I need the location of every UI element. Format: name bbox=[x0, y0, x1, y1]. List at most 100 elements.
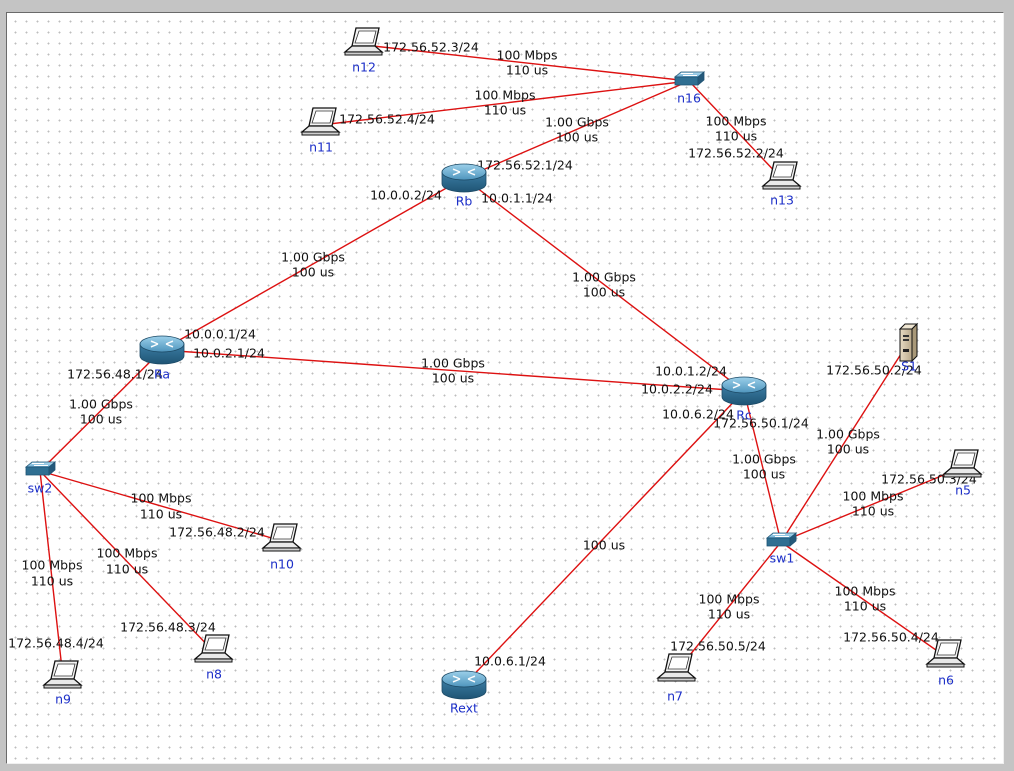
node-sw1[interactable]: sw1 bbox=[766, 532, 797, 566]
link-Rc-sw1[interactable] bbox=[743, 390, 782, 543]
interface-address-label: 172.56.48.1/24 bbox=[67, 367, 163, 382]
node-label: Rc bbox=[736, 408, 752, 423]
link-sw1-S1[interactable] bbox=[780, 342, 909, 543]
link-bandwidth-label: 100 Mbps bbox=[475, 88, 536, 103]
link-sw1-n5[interactable] bbox=[780, 466, 964, 543]
link-Rc-Rext[interactable] bbox=[463, 390, 745, 686]
node-n7[interactable]: n7 bbox=[657, 653, 696, 704]
link-sw2-n8[interactable] bbox=[39, 470, 215, 653]
link-Ra-sw2[interactable] bbox=[39, 349, 163, 472]
link-delay-label: 100 us bbox=[743, 467, 785, 482]
node-Rext[interactable]: Rext bbox=[441, 670, 487, 716]
link-n11-n16[interactable] bbox=[320, 80, 690, 126]
link-bandwidth-label: 1.00 Gbps bbox=[545, 115, 609, 130]
laptop-icon[interactable] bbox=[657, 653, 696, 682]
link-sw1-n6[interactable] bbox=[780, 541, 947, 658]
link-bandwidth-label: 100 Mbps bbox=[843, 489, 904, 504]
link-sw2-n9[interactable] bbox=[39, 470, 64, 679]
interface-address-label: 10.0.1.1/24 bbox=[481, 191, 553, 206]
laptop-icon[interactable] bbox=[194, 634, 233, 663]
laptop-icon[interactable] bbox=[762, 161, 801, 190]
interface-address-label: 10.0.2.2/24 bbox=[641, 382, 713, 397]
link-Rb-Rc[interactable] bbox=[463, 177, 745, 392]
node-label: n5 bbox=[955, 483, 971, 498]
link-delay-label: 100 us bbox=[827, 442, 869, 457]
link-bandwidth-label: 1.00 Gbps bbox=[421, 356, 485, 371]
switch-icon[interactable] bbox=[674, 71, 705, 86]
link-n16-Rb[interactable] bbox=[463, 80, 690, 179]
node-label: n10 bbox=[270, 557, 294, 572]
link-delay-label: 110 us bbox=[106, 562, 148, 577]
laptop-icon[interactable] bbox=[344, 27, 383, 56]
node-label: Rb bbox=[456, 194, 473, 209]
link-Rb-Ra[interactable] bbox=[161, 177, 465, 351]
router-icon[interactable] bbox=[441, 670, 487, 700]
link-delay-label: 110 us bbox=[715, 129, 757, 144]
link-delay-label: 110 us bbox=[844, 599, 886, 614]
node-label: n7 bbox=[667, 689, 683, 704]
link-delay-label: 110 us bbox=[852, 504, 894, 519]
laptop-icon[interactable] bbox=[301, 107, 340, 136]
laptop-icon[interactable] bbox=[43, 660, 82, 689]
link-bandwidth-label: 1.00 Gbps bbox=[572, 270, 636, 285]
link-bandwidth-label: 100 Mbps bbox=[699, 592, 760, 607]
link-delay-label: 100 us bbox=[583, 285, 625, 300]
node-sw2[interactable]: sw2 bbox=[25, 461, 56, 496]
node-n16[interactable]: n16 bbox=[674, 71, 705, 106]
interface-address-label: 172.56.52.1/24 bbox=[477, 158, 573, 173]
link-delay-label: 100 us bbox=[292, 265, 334, 280]
interface-address-label: 172.56.50.4/24 bbox=[843, 630, 939, 645]
node-Ra[interactable]: Ra bbox=[139, 335, 185, 382]
links-layer bbox=[39, 44, 964, 686]
node-label: Ra bbox=[154, 367, 170, 382]
link-sw1-n7[interactable] bbox=[676, 541, 782, 672]
link-delay-label: 100 us bbox=[80, 412, 122, 427]
link-bandwidth-label: 100 Mbps bbox=[131, 491, 192, 506]
interface-address-label: 172.56.50.5/24 bbox=[670, 639, 766, 654]
link-delay-label: 110 us bbox=[140, 507, 182, 522]
node-label: sw2 bbox=[28, 481, 53, 496]
switch-icon[interactable] bbox=[25, 461, 56, 476]
router-icon[interactable] bbox=[441, 163, 487, 193]
node-label: n9 bbox=[55, 692, 71, 707]
interface-address-label: 172.56.50.2/24 bbox=[826, 363, 922, 378]
interface-address-label: 172.56.48.3/24 bbox=[120, 620, 216, 635]
link-bandwidth-label: 100 Mbps bbox=[497, 48, 558, 63]
node-label: n16 bbox=[677, 91, 701, 106]
node-n11[interactable]: n11 bbox=[301, 107, 340, 155]
router-icon[interactable] bbox=[721, 376, 767, 406]
link-sw2-n10[interactable] bbox=[39, 470, 283, 542]
link-n16-n13[interactable] bbox=[688, 80, 783, 180]
node-n12[interactable]: n12 bbox=[344, 27, 383, 75]
link-bandwidth-label: 1.00 Gbps bbox=[281, 250, 345, 265]
laptop-icon[interactable] bbox=[943, 449, 982, 478]
link-bandwidth-label: 100 Mbps bbox=[835, 584, 896, 599]
node-n13[interactable]: n13 bbox=[762, 161, 801, 208]
node-n10[interactable]: n10 bbox=[262, 523, 301, 572]
link-bandwidth-label: 1.00 Gbps bbox=[816, 427, 880, 442]
node-Rc[interactable]: Rc bbox=[721, 376, 767, 423]
interface-address-label: 172.56.48.4/24 bbox=[8, 636, 104, 651]
switch-icon[interactable] bbox=[766, 532, 797, 547]
interface-address-label: 172.56.48.2/24 bbox=[169, 525, 265, 540]
node-Rb[interactable]: Rb bbox=[441, 163, 487, 209]
node-n9[interactable]: n9 bbox=[43, 660, 82, 707]
interface-address-label: 10.0.0.2/24 bbox=[370, 188, 442, 203]
node-n8[interactable]: n8 bbox=[194, 634, 233, 682]
interface-address-label: 10.0.6.2/24 bbox=[662, 407, 734, 422]
node-S1[interactable]: S1 bbox=[899, 323, 918, 374]
router-icon[interactable] bbox=[139, 335, 185, 365]
server-icon[interactable] bbox=[899, 323, 918, 362]
interface-address-label: 172.56.52.2/24 bbox=[688, 146, 784, 161]
link-delay-label: 110 us bbox=[506, 63, 548, 78]
node-n6[interactable]: n6 bbox=[926, 639, 965, 688]
node-n5[interactable]: n5 bbox=[943, 449, 982, 498]
link-Ra-Rc[interactable] bbox=[161, 349, 745, 392]
link-n12-n16[interactable] bbox=[363, 44, 690, 82]
node-label: n11 bbox=[309, 140, 333, 155]
link-delay-label: 110 us bbox=[484, 103, 526, 118]
